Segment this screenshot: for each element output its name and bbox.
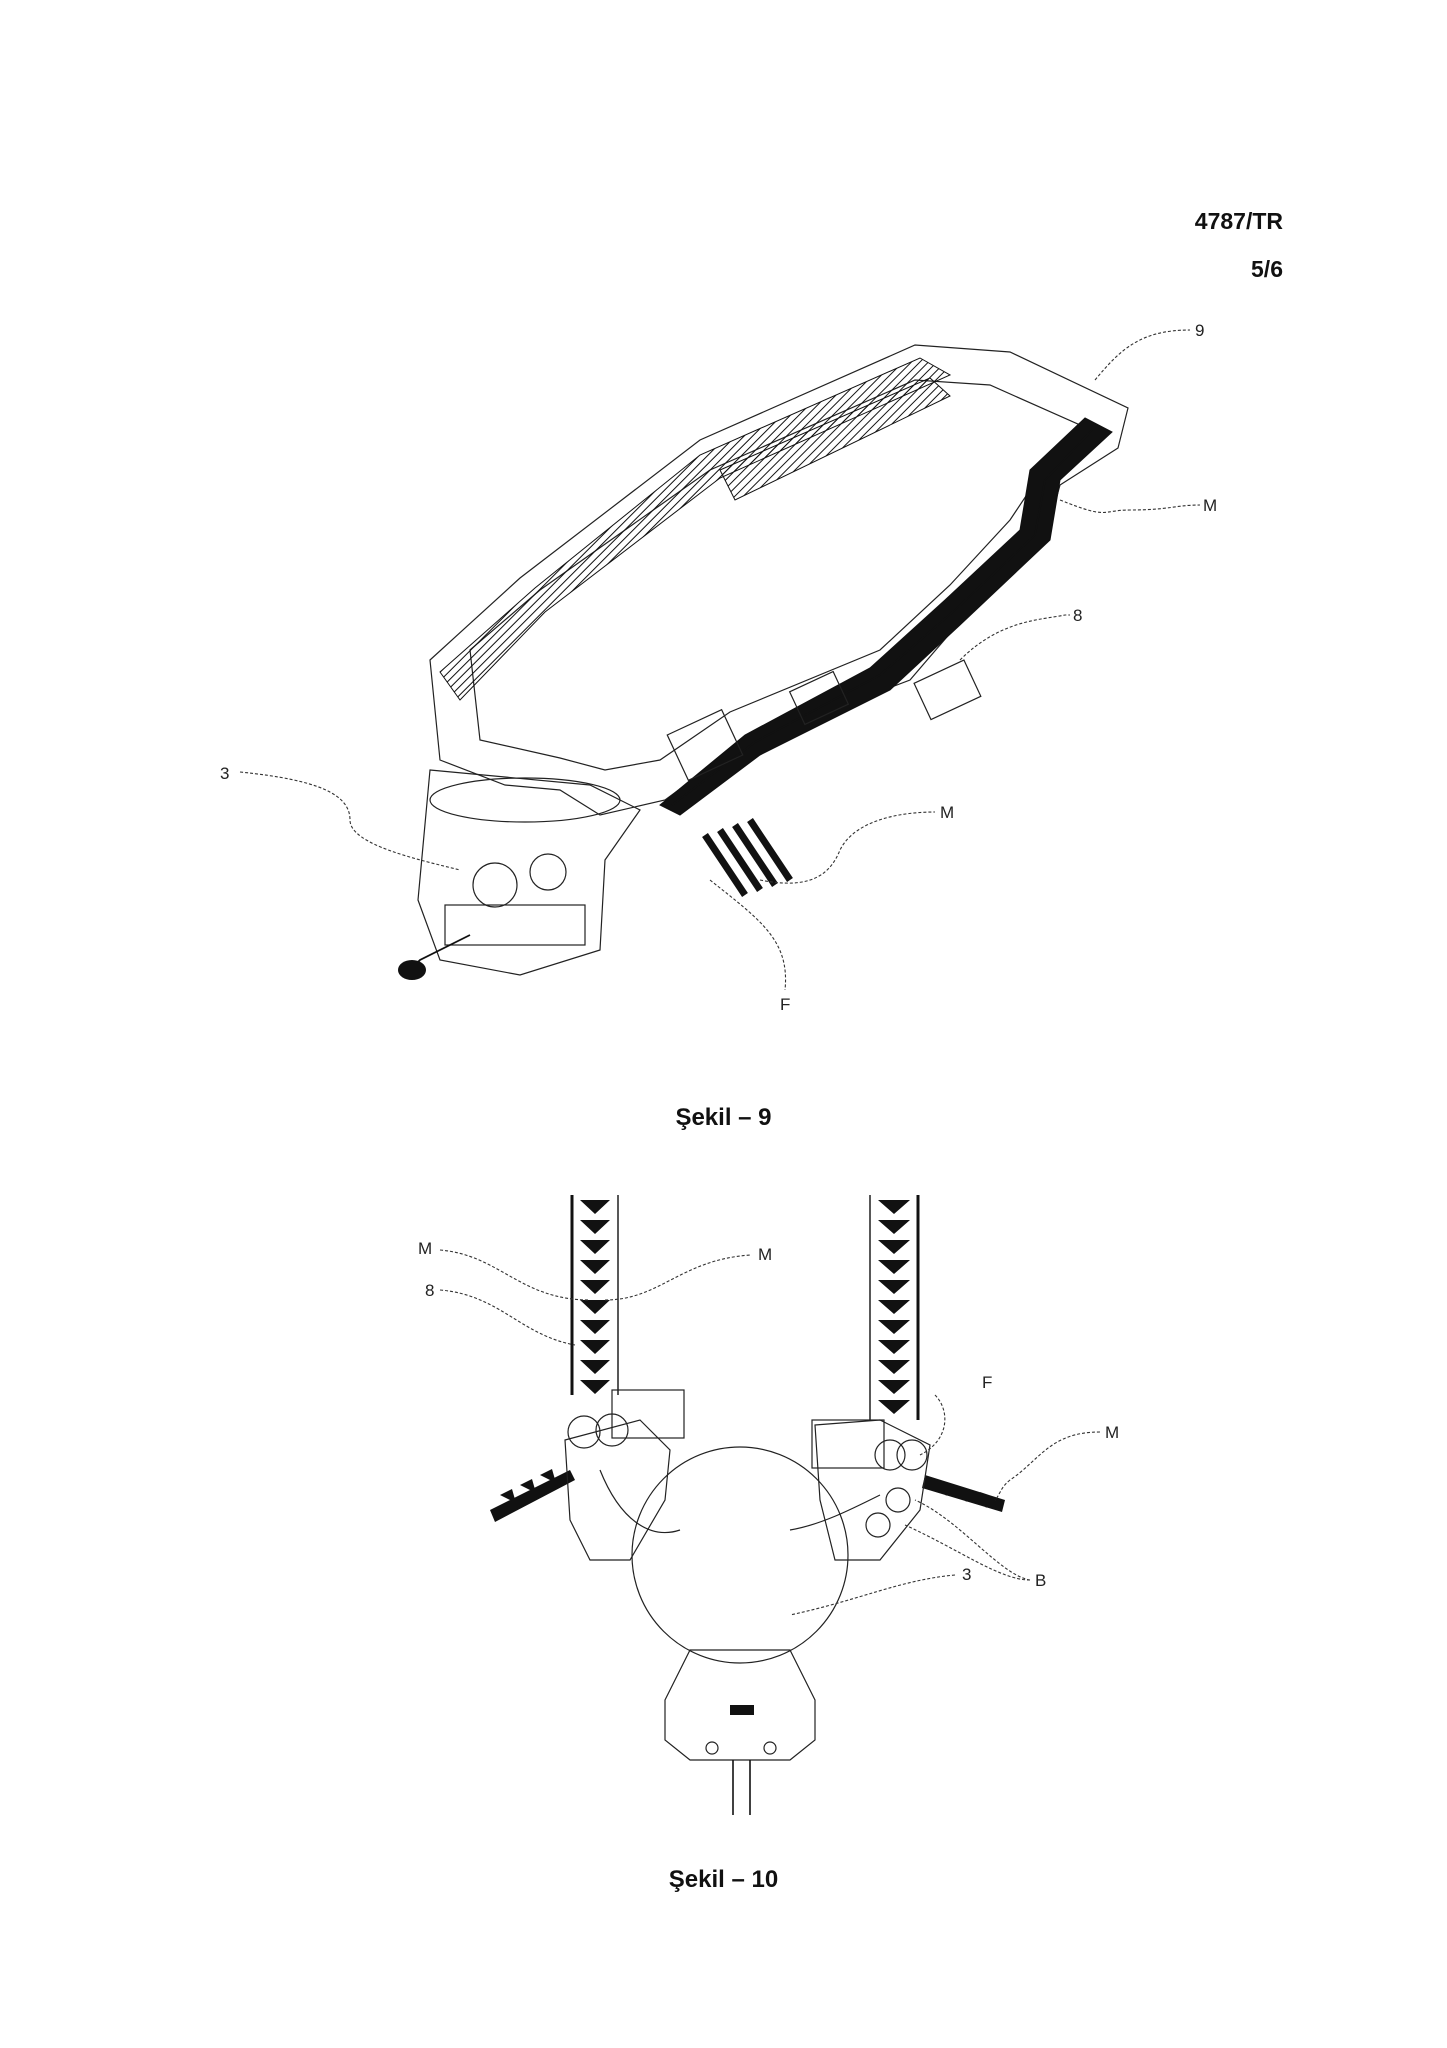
leader-3-fig10 — [789, 1574, 956, 1616]
leader-9 — [1094, 329, 1191, 381]
leader-8 — [959, 614, 1070, 661]
page-number: 5/6 — [1251, 256, 1283, 282]
label-3: 3 — [220, 764, 229, 783]
housing-bolt-1 — [705, 1741, 719, 1755]
main-sphere — [631, 1446, 849, 1664]
label-f-fig10: F — [982, 1373, 992, 1392]
frame-bracket-1 — [913, 659, 982, 721]
housing-bolt-2 — [763, 1741, 777, 1755]
label-m-top: M — [1203, 496, 1217, 515]
label-9: 9 — [1195, 321, 1204, 340]
figure-9-drawing: 9 M 8 3 M F — [220, 321, 1217, 1014]
label-f: F — [780, 995, 790, 1014]
head-motor-1 — [472, 862, 518, 908]
label-8: 8 — [1073, 606, 1082, 625]
housing-label-plate — [730, 1705, 754, 1715]
left-roller-1 — [567, 1415, 601, 1449]
label-m-right-top: M — [758, 1245, 772, 1264]
frame-bracket-2 — [788, 670, 850, 726]
leader-m-left — [439, 1249, 591, 1301]
left-side-chain — [490, 1469, 575, 1522]
document-number: 4787/TR — [1194, 208, 1283, 234]
leader-f — [709, 879, 787, 991]
left-chain — [570, 1195, 619, 1395]
right-roller-1 — [874, 1439, 906, 1471]
right-chain — [869, 1195, 920, 1420]
label-m-bottom: M — [940, 803, 954, 822]
leader-m-bottom — [759, 811, 936, 884]
beam-hatched-top — [719, 377, 951, 501]
cable-end — [398, 960, 426, 980]
ribbon-highlight — [671, 429, 1093, 806]
label-3-fig10: 3 — [962, 1565, 971, 1584]
right-roller-2 — [896, 1439, 928, 1471]
head-motor-2 — [529, 853, 567, 891]
label-b: B — [1035, 1571, 1046, 1590]
leader-3 — [239, 771, 461, 871]
leader-m-right — [994, 1431, 1101, 1501]
label-m-left: M — [418, 1239, 432, 1258]
head-unit — [417, 769, 641, 976]
left-clamp — [611, 1389, 685, 1439]
label-8-fig10: 8 — [425, 1281, 434, 1300]
leader-m-top — [1059, 499, 1201, 514]
label-m-right: M — [1105, 1423, 1119, 1442]
figure-9-caption: Şekil – 9 — [675, 1104, 772, 1131]
leader-b-1 — [904, 1524, 1031, 1581]
right-mount — [814, 1419, 931, 1561]
leader-b-2 — [914, 1499, 1031, 1581]
figure-10-drawing: M M 8 F M B 3 — [418, 1195, 1119, 1815]
leader-8-fig10 — [439, 1289, 576, 1346]
frame-bracket-3 — [666, 708, 744, 782]
left-rotation-arrow — [599, 1469, 681, 1534]
right-clamp — [811, 1419, 885, 1469]
leader-m-right-top — [604, 1254, 751, 1301]
left-roller-2 — [595, 1413, 629, 1447]
right-rotation-arrow — [789, 1494, 881, 1531]
finger-group-f — [702, 818, 793, 897]
left-mount — [564, 1419, 671, 1561]
lower-housing — [664, 1649, 816, 1761]
right-roller-3 — [885, 1487, 911, 1513]
figure-10-caption: Şekil – 10 — [668, 1866, 779, 1893]
right-side-chain — [922, 1475, 1005, 1512]
head-base — [444, 904, 586, 946]
leader-f-fig10 — [919, 1394, 946, 1456]
right-roller-4 — [865, 1512, 891, 1538]
head-top-ring — [429, 777, 621, 823]
